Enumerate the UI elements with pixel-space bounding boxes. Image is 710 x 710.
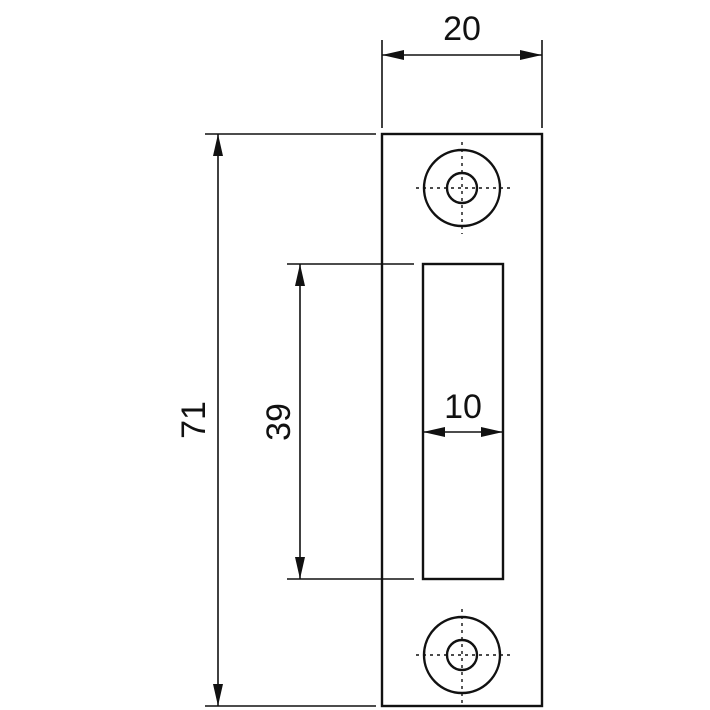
dimension-slot-height-label: 39 — [260, 403, 298, 441]
dimension-height-total: 71 — [175, 133, 376, 707]
dimension-width-top: 20 — [381, 10, 543, 128]
dimension-slot-width-label: 10 — [444, 388, 482, 426]
slot-outline — [421, 262, 505, 581]
plate-outline — [380, 132, 544, 708]
bottom-screw-hole — [416, 609, 510, 703]
dimension-height-total-label: 71 — [175, 401, 213, 439]
top-screw-hole — [416, 142, 510, 234]
dimension-width-top-label: 20 — [443, 10, 481, 48]
dimension-slot-height: 39 — [260, 263, 414, 580]
dimension-slot-width: 10 — [423, 388, 503, 437]
